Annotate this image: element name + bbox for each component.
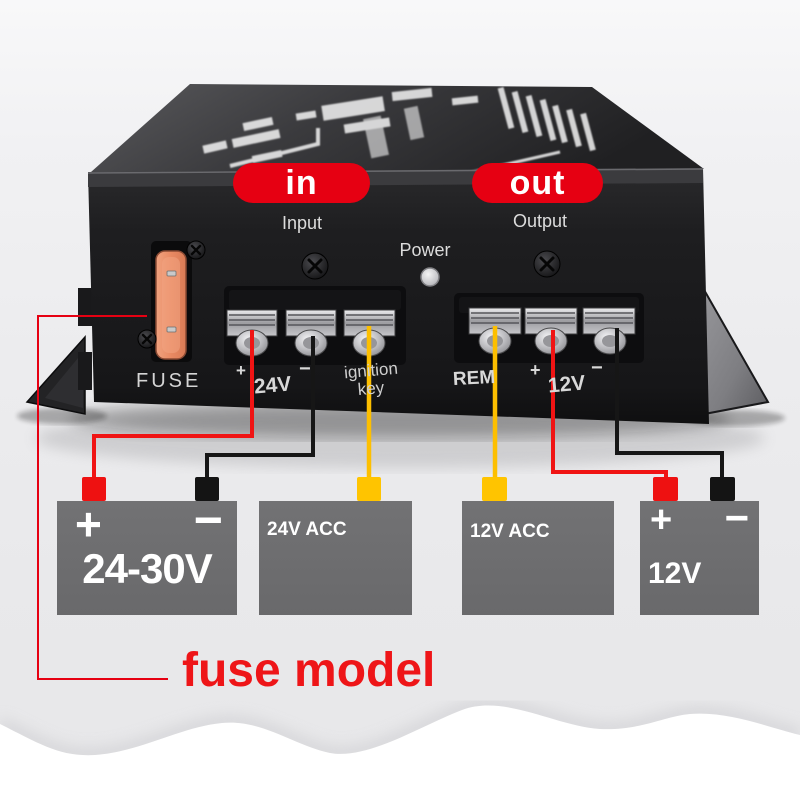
- acc-12v-label: 12V ACC: [470, 521, 550, 542]
- battery-24-label: 24-30V: [82, 545, 212, 592]
- battery-12-plus: +: [650, 499, 673, 541]
- wire-output-positive: [551, 330, 668, 480]
- acc-12v-block: 12V ACC: [462, 501, 614, 615]
- battery-12-minus: −: [724, 494, 749, 541]
- wire-input-positive: [92, 330, 254, 480]
- out-badge: out: [472, 163, 603, 203]
- acc-24v-block: 24V ACC: [259, 501, 412, 615]
- battery-24-minus: −: [193, 492, 223, 548]
- fuse-label: FUSE: [136, 370, 202, 392]
- output-voltage-label: 12V: [547, 371, 587, 398]
- power-label: Power: [399, 240, 451, 260]
- connector-yellow: [357, 477, 381, 501]
- output-minus-label: −: [591, 357, 603, 379]
- connector-black: [710, 477, 735, 501]
- left-flange-face: [45, 352, 83, 408]
- left-clip: [78, 288, 92, 326]
- fuse-icon: [151, 241, 192, 362]
- wire-output-negative: [615, 328, 724, 480]
- top-print-marks: [202, 86, 596, 175]
- in-badge: in: [233, 163, 370, 203]
- battery-12-label: 12V: [648, 557, 702, 590]
- power-led: [420, 267, 440, 287]
- connector-yellow: [482, 477, 507, 501]
- battery-24-30v-block: + − 24-30V: [57, 495, 237, 615]
- rem-label: REM: [452, 366, 496, 391]
- connector-red: [653, 477, 678, 501]
- fuse-callout-line: [37, 315, 168, 680]
- device-top-face: [91, 84, 704, 172]
- connector-red: [82, 477, 106, 501]
- bottom-wave: [0, 698, 800, 800]
- battery-24-plus: +: [75, 498, 102, 550]
- fuse-model-annotation: fuse model: [182, 644, 436, 697]
- screw-icon: [186, 240, 206, 260]
- input-voltage-label: 24V: [253, 372, 293, 399]
- output-plus-label: +: [530, 360, 541, 380]
- input-terminal-block: [224, 286, 406, 365]
- wire-input-negative: [205, 336, 315, 480]
- output-label: Output: [512, 211, 568, 231]
- screw-icon: [301, 252, 329, 280]
- screw-icon: [533, 250, 561, 278]
- right-flange: [697, 284, 770, 417]
- input-plus-label: +: [236, 361, 246, 380]
- connector-black: [195, 477, 219, 501]
- acc-24v-label: 24V ACC: [267, 519, 347, 540]
- screw-icon: [137, 329, 157, 349]
- lid-highlight: [87, 168, 704, 174]
- battery-12v-block: + − 12V: [640, 497, 759, 615]
- left-clip: [78, 352, 92, 390]
- input-minus-label: −: [299, 358, 311, 380]
- input-label: Input: [281, 213, 323, 233]
